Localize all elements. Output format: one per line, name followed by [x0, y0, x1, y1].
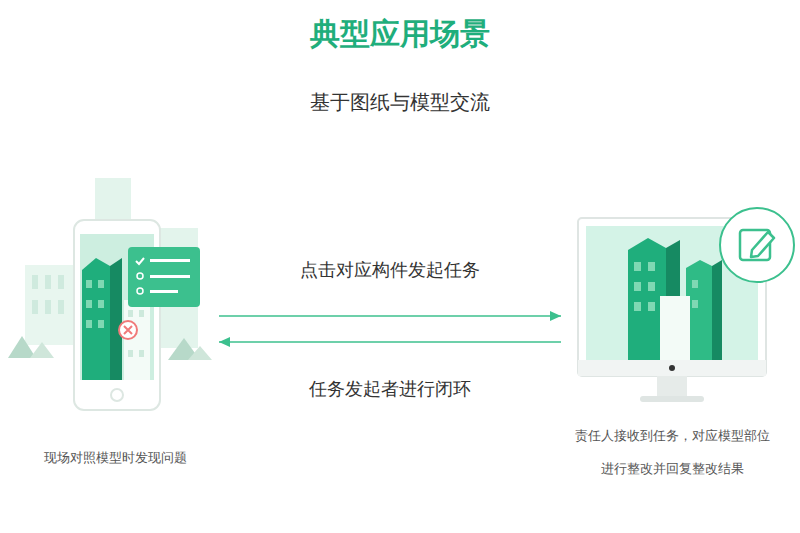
left-scene [8, 178, 212, 410]
edge-label: 任务发起者进行闭环 [305, 377, 475, 401]
caption: 现场对照模型时发现问题 [15, 448, 215, 468]
flow-arrow [219, 337, 561, 347]
right-scene [578, 208, 794, 402]
caption: 责任人接收到任务，对应模型部位 进行整改并回复整改结果 [565, 419, 780, 485]
edge-label: 点击对应构件发起任务 [296, 258, 484, 282]
title: 典型应用场景 [0, 14, 800, 55]
scene-node: 责任人接收到任务，对应模型部位 进行整改并回复整改结果 [565, 195, 780, 485]
flow-arrow [219, 311, 561, 321]
subtitle: 基于图纸与模型交流 [0, 89, 800, 116]
scene-node: 现场对照模型时发现问题 [15, 170, 215, 468]
